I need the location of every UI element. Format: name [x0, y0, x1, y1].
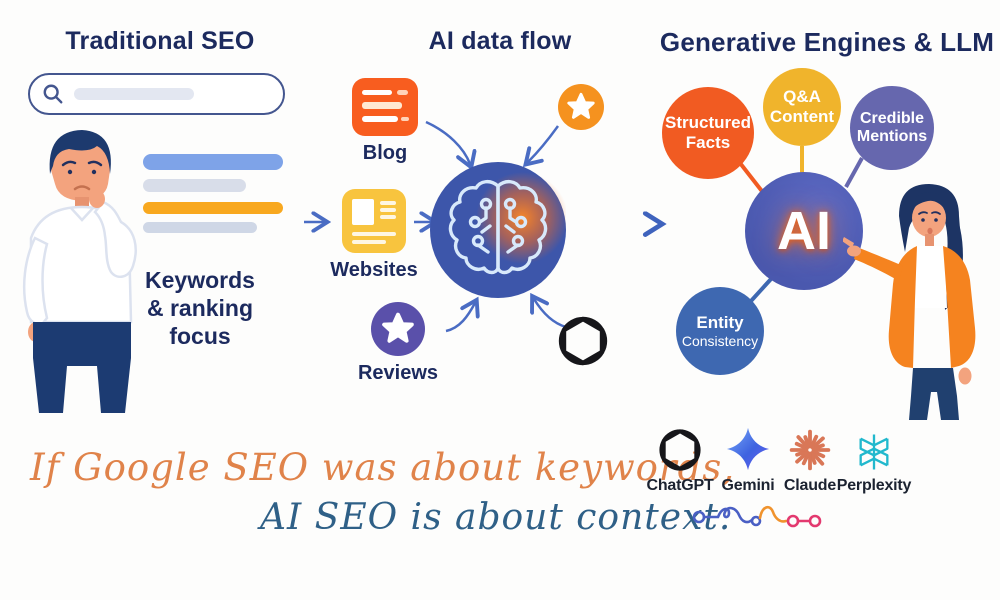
llm-gemini: Gemini	[706, 423, 790, 495]
node-qa-content: Q&A Content	[763, 68, 841, 146]
section-title-ai-data-flow: AI data flow	[428, 27, 572, 55]
blog-label: Blog	[362, 142, 408, 164]
reviews-label: Reviews	[357, 362, 439, 384]
search-placeholder-bar	[74, 88, 194, 100]
llm-chatgpt: ChatGPT	[638, 423, 722, 495]
node-structured-facts: Structured Facts	[662, 87, 754, 179]
ai-brain-icon	[430, 162, 566, 298]
node-entity-consistency: Entity Consistency	[676, 287, 764, 375]
thinking-person-illustration	[22, 130, 137, 413]
claude-icon	[789, 429, 831, 471]
pointing-person-illustration	[843, 184, 976, 420]
perplexity-label: Perplexity	[836, 477, 912, 494]
serp-result-bar-gray-1	[143, 179, 246, 192]
search-bar[interactable]	[28, 73, 285, 115]
tagline-line-1: If Google SEO was about keywords,	[30, 446, 736, 489]
section-title-traditional: Traditional SEO	[65, 27, 255, 55]
data-flow-arrows	[304, 120, 676, 333]
chatgpt-label: ChatGPT	[646, 477, 714, 494]
chatgpt-icon	[659, 429, 701, 471]
node-ai-core: AI	[745, 172, 863, 290]
websites-icon	[342, 189, 406, 253]
llm-perplexity: Perplexity	[832, 423, 916, 495]
quality-star-icon	[558, 84, 604, 130]
arrow-star-to-brain	[528, 125, 560, 162]
serp-result-bar-orange	[143, 202, 283, 214]
arrow-openai-to-brain	[534, 299, 567, 329]
websites-label: Websites	[330, 259, 418, 281]
node-credible-mentions: Credible Mentions	[850, 86, 934, 170]
llm-claude: Claude	[768, 423, 852, 495]
gemini-icon	[726, 427, 770, 471]
search-icon	[43, 84, 63, 104]
arrow-blog-to-brain	[425, 120, 470, 164]
openai-icon	[558, 316, 608, 366]
reviews-star-icon	[371, 302, 425, 356]
blog-icon	[352, 78, 418, 136]
serp-result-bar-blue	[143, 154, 283, 170]
tagline-line-2: AI SEO is about context.	[260, 497, 732, 538]
perplexity-icon	[859, 434, 889, 470]
journey-squiggle-line	[692, 505, 822, 528]
claude-label: Claude	[783, 477, 837, 494]
gemini-label: Gemini	[721, 477, 775, 494]
arrow-reviews-to-brain	[445, 303, 475, 333]
serp-result-bar-gray-2	[143, 222, 257, 233]
keywords-ranking-caption: Keywords & ranking focus	[145, 267, 255, 350]
section-title-generative: Generative Engines & LLM	[659, 27, 995, 57]
